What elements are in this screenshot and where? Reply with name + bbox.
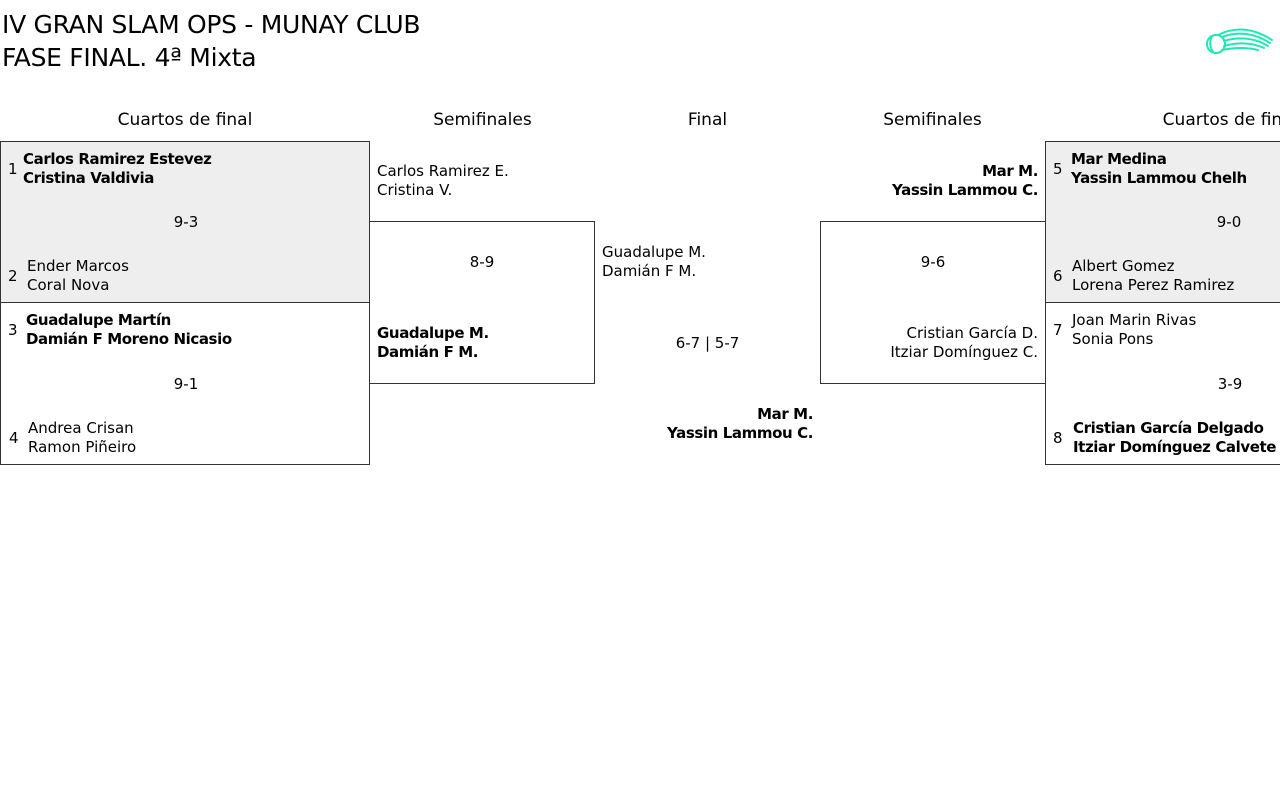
player-name: Ender Marcos xyxy=(27,257,129,275)
player-name: Mar Medina xyxy=(1071,150,1167,168)
player-name: Damián F M. xyxy=(377,343,479,361)
seed-number: 3 xyxy=(8,321,18,339)
match-score: 3-9 xyxy=(1217,375,1243,393)
team-name: Joan Marin Rivas Sonia Pons xyxy=(1072,311,1196,349)
player-name: Itziar Domínguez Calvete xyxy=(1073,438,1277,456)
player-name: Carlos Ramirez Estevez xyxy=(23,150,212,168)
sf-left-match: 8-9 Guadalupe M. Damián F M. xyxy=(369,221,595,384)
player-name: Andrea Crisan xyxy=(28,419,134,437)
team-name: Guadalupe M. Damián F M. xyxy=(377,324,489,362)
player-name: Guadalupe M. xyxy=(377,324,489,342)
team-name: Ender Marcos Coral Nova xyxy=(27,257,129,295)
qf-right-match-1: 5 Mar Medina Yassin Lammou Chelh 9-0 6 A… xyxy=(1045,141,1280,303)
header-sf-left: Semifinales xyxy=(433,110,532,130)
sf-left-team-a: Carlos Ramirez E. Cristina V. xyxy=(377,162,509,200)
player-name: Cristina V. xyxy=(377,181,453,199)
player-name: Mar M. xyxy=(757,405,813,423)
team-name: Cristian García Delgado Itziar Domínguez… xyxy=(1073,419,1276,457)
header-sf-right: Semifinales xyxy=(883,110,982,130)
qf-left-match-1: 1 Carlos Ramirez Estevez Cristina Valdiv… xyxy=(0,141,370,303)
qf-right-match-2: 7 Joan Marin Rivas Sonia Pons 3-9 8 Cris… xyxy=(1045,302,1280,465)
page-title-line2: FASE FINAL. 4ª Mixta xyxy=(2,43,257,72)
final-team-b: Mar M. Yassin Lammou C. xyxy=(595,405,813,443)
seed-number: 5 xyxy=(1053,160,1063,178)
seed-number: 2 xyxy=(8,267,18,285)
sf-right-match: 9-6 Cristian García D. Itziar Domínguez … xyxy=(820,221,1046,384)
match-score: 9-6 xyxy=(920,253,946,271)
player-name: Guadalupe Martín xyxy=(26,311,171,329)
seed-number: 7 xyxy=(1053,321,1063,339)
team-name: Cristian García D. Itziar Domínguez C. xyxy=(821,324,1038,362)
seed-number: 6 xyxy=(1053,267,1063,285)
player-name: Sonia Pons xyxy=(1072,330,1154,348)
qf-left-match-2: 3 Guadalupe Martín Damián F Moreno Nicas… xyxy=(0,302,370,465)
player-name: Lorena Perez Ramirez xyxy=(1072,276,1235,294)
team-name: Carlos Ramirez Estevez Cristina Valdivia xyxy=(23,150,212,188)
player-name: Ramon Piñeiro xyxy=(28,438,137,456)
match-score: 9-3 xyxy=(173,213,199,231)
sf-right-team-a: Mar M. Yassin Lammou C. xyxy=(820,162,1038,200)
team-name: Guadalupe Martín Damián F Moreno Nicasio xyxy=(26,311,232,349)
player-name: Itziar Domínguez C. xyxy=(890,343,1038,361)
player-name: Albert Gomez xyxy=(1072,257,1175,275)
player-name: Cristina Valdivia xyxy=(23,169,154,187)
player-name: Damián F M. xyxy=(602,262,697,280)
header-qf-right: Cuartos de final xyxy=(1162,110,1280,130)
player-name: Yassin Lammou Chelh xyxy=(1071,169,1247,187)
player-name: Coral Nova xyxy=(27,276,110,294)
team-name: Andrea Crisan Ramon Piñeiro xyxy=(28,419,136,457)
player-name: Yassin Lammou C. xyxy=(667,424,813,442)
final-score: 6-7 | 5-7 xyxy=(675,334,740,352)
player-name: Cristian García D. xyxy=(906,324,1038,342)
player-name: Mar M. xyxy=(982,162,1038,180)
seed-number: 1 xyxy=(8,160,18,178)
player-name: Joan Marin Rivas xyxy=(1072,311,1197,329)
seed-number: 4 xyxy=(9,429,19,447)
match-score: 8-9 xyxy=(469,253,495,271)
seed-number: 8 xyxy=(1053,429,1063,447)
player-name: Damián F Moreno Nicasio xyxy=(26,330,232,348)
club-logo xyxy=(1204,22,1274,60)
header-qf-left: Cuartos de final xyxy=(117,110,253,130)
final-team-a: Guadalupe M. Damián F M. xyxy=(602,243,706,281)
match-score: 9-1 xyxy=(173,375,199,393)
player-name: Guadalupe M. xyxy=(602,243,706,261)
tennis-ball-logo-icon xyxy=(1206,28,1273,54)
player-name: Carlos Ramirez E. xyxy=(377,162,509,180)
team-name: Mar Medina Yassin Lammou Chelh xyxy=(1071,150,1247,188)
match-score: 9-0 xyxy=(1216,213,1242,231)
page-title-line1: IV GRAN SLAM OPS - MUNAY CLUB xyxy=(2,10,421,39)
player-name: Cristian García Delgado xyxy=(1073,419,1264,437)
player-name: Yassin Lammou C. xyxy=(892,181,1038,199)
header-final: Final xyxy=(687,110,728,130)
team-name: Albert Gomez Lorena Perez Ramirez xyxy=(1072,257,1234,295)
